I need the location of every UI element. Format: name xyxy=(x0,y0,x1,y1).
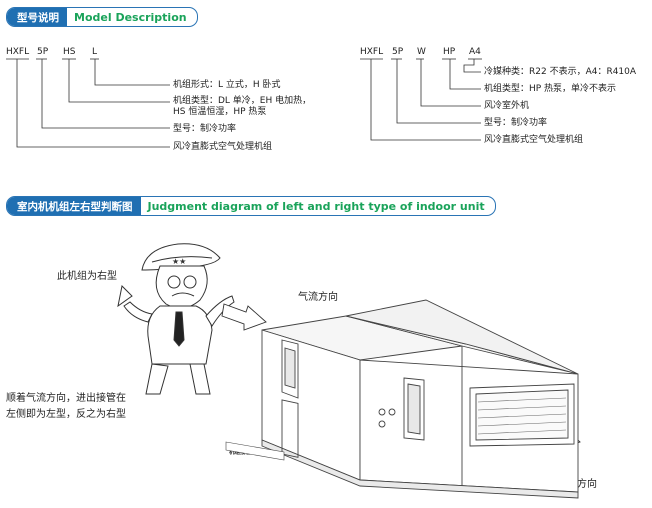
section-title-cn: 室内机机组左右型判断图 xyxy=(7,197,141,215)
section-title-en: Model Description xyxy=(74,10,187,24)
model-desc-outdoor: 风冷室外机 xyxy=(484,101,530,111)
section-header-left-right-judgment: 室内机机组左右型判断图 Judgment diagram of left and… xyxy=(6,196,496,216)
section-header-model-description: 型号说明 Model Description xyxy=(6,7,198,27)
model-code-power: 5P xyxy=(37,47,49,57)
model-desc-form: 机组形式：L 立式，H 卧式 xyxy=(173,80,281,90)
model-code-type: HP xyxy=(443,47,456,57)
model-code-form: L xyxy=(92,47,98,57)
airflow-arrow-in-icon xyxy=(221,303,267,331)
model-code-type: HS xyxy=(63,47,76,57)
model-desc-power: 型号：制冷功率 xyxy=(484,118,548,128)
section-title-en: Judgment diagram of left and right type … xyxy=(147,199,485,213)
right-type-label: 此机组为右型 xyxy=(57,271,117,282)
airflow-direction-top: 气流方向 xyxy=(298,292,338,303)
model-desc-series: 风冷直膨式空气处理机组 xyxy=(484,135,584,145)
model-desc-type: 机组类型：DL 单冷，EH 电加热， HS 恒温恒湿，HP 热泵 xyxy=(173,96,312,117)
model-code-power: 5P xyxy=(392,47,404,57)
model-code-refrigerant: A4 xyxy=(469,47,481,57)
model-desc-power: 型号：制冷功率 xyxy=(173,124,237,134)
model-code-outdoor: W xyxy=(417,47,426,57)
model-desc-series: 风冷直膨式空气处理机组 xyxy=(173,142,273,152)
judgment-rule-line1: 顺着气流方向，进出接管在 xyxy=(6,393,126,404)
model-desc-refrigerant: 冷媒种类：R22 不表示，A4：R410A xyxy=(484,67,637,77)
svg-text:★★: ★★ xyxy=(172,257,186,266)
model-code-series: HXFL xyxy=(6,47,30,57)
model-code-series: HXFL xyxy=(360,47,384,57)
section-title-cn: 型号说明 xyxy=(7,8,67,26)
model-desc-type: 机组类型：HP 热泵，单冷不表示 xyxy=(484,84,617,94)
judgment-rule-line2: 左侧即为左型，反之为右型 xyxy=(6,409,126,420)
